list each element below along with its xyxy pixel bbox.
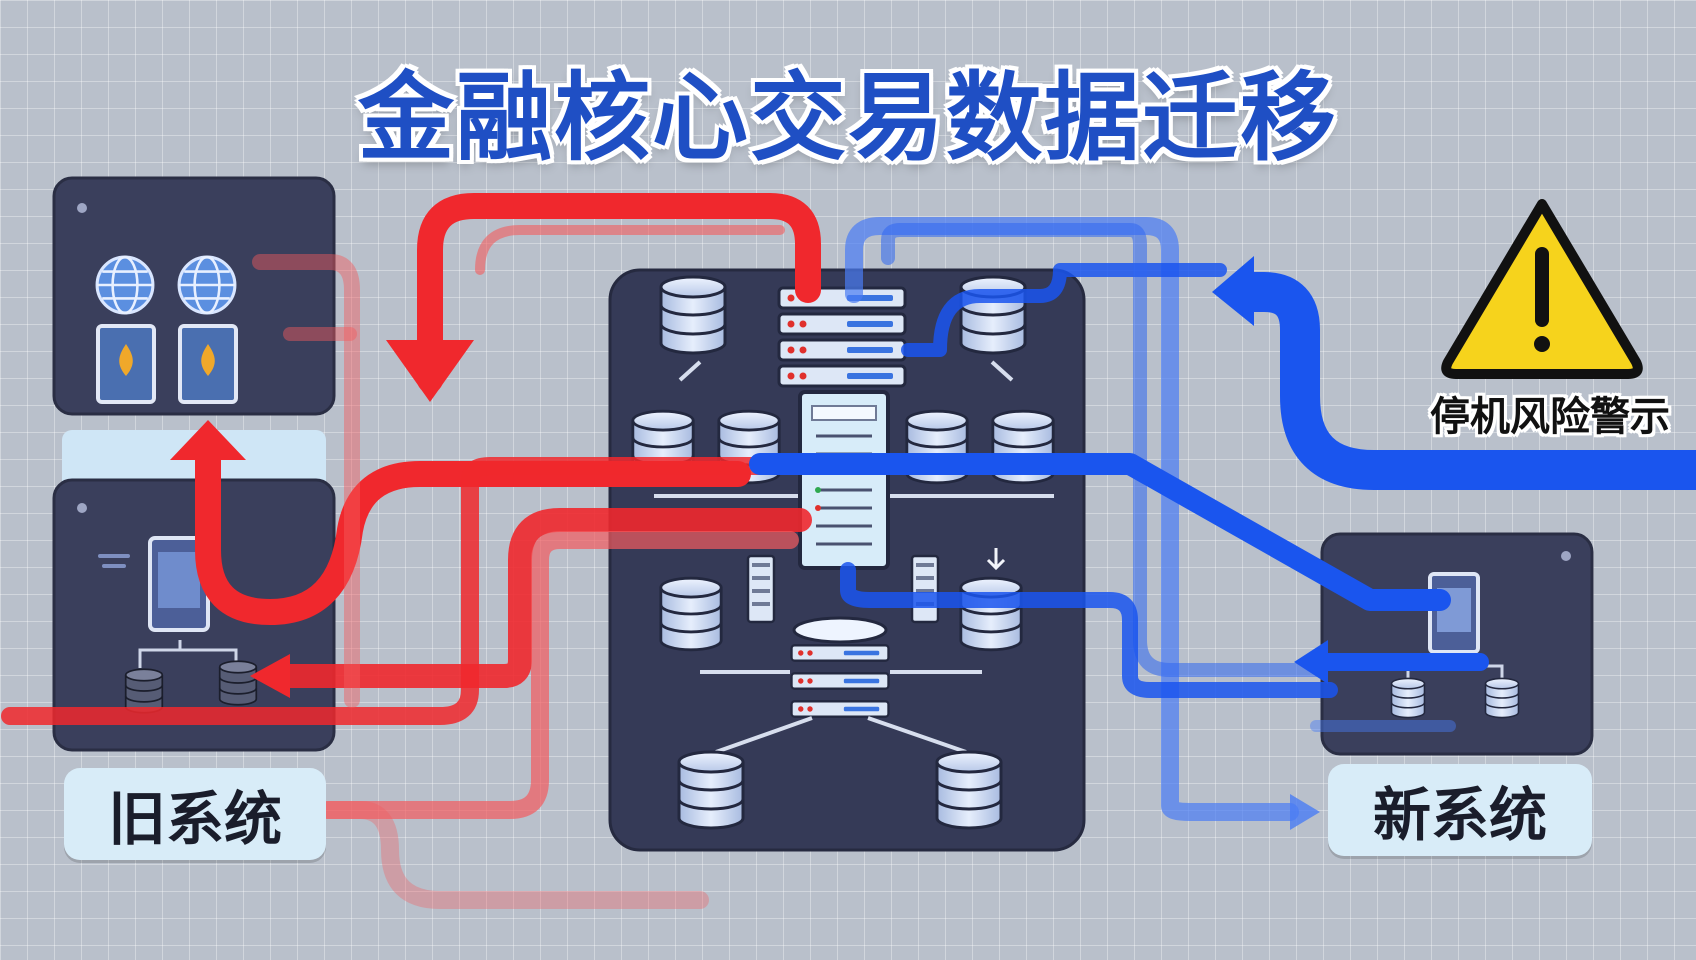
rack-icon [746, 554, 776, 624]
downtime-risk-warning-label: 停机风险警示 [1430, 394, 1670, 440]
database-icon [659, 576, 723, 652]
rack-icon [910, 554, 940, 624]
new-system-data-flow [749, 217, 1696, 830]
database-icon [1484, 677, 1520, 719]
globe-icon [177, 255, 237, 315]
migration-engine-icon [798, 390, 890, 570]
alert-device-icon [96, 324, 156, 404]
database-icon [935, 750, 1003, 830]
database-icon [959, 275, 1027, 355]
database-icon [1390, 677, 1426, 719]
core-server-icon [790, 616, 890, 719]
new-system-label: 新系统 [1328, 764, 1592, 856]
page-title: 金融核心交易数据迁移 [358, 62, 1338, 174]
database-icon [959, 576, 1023, 652]
warning-triangle-icon [1441, 199, 1643, 379]
arrow-left-icon [250, 654, 290, 698]
legacy-database-icon [124, 668, 164, 714]
old-system-data-flow [1, 193, 821, 909]
arrow-right-icon [1290, 794, 1320, 830]
arrow-up-icon [170, 420, 246, 460]
old-system-label: 旧系统 [64, 768, 326, 860]
database-icon [659, 275, 727, 355]
arrow-down-icon [386, 340, 474, 402]
central-migration-hub [608, 268, 1086, 852]
alert-device-icon [178, 324, 238, 404]
legacy-terminal-icon [138, 536, 238, 668]
database-icon [677, 750, 745, 830]
legacy-database-icon [218, 660, 258, 706]
arrow-left-icon [1294, 640, 1328, 684]
globe-icon [95, 255, 155, 315]
arrow-left-icon [1212, 256, 1254, 326]
